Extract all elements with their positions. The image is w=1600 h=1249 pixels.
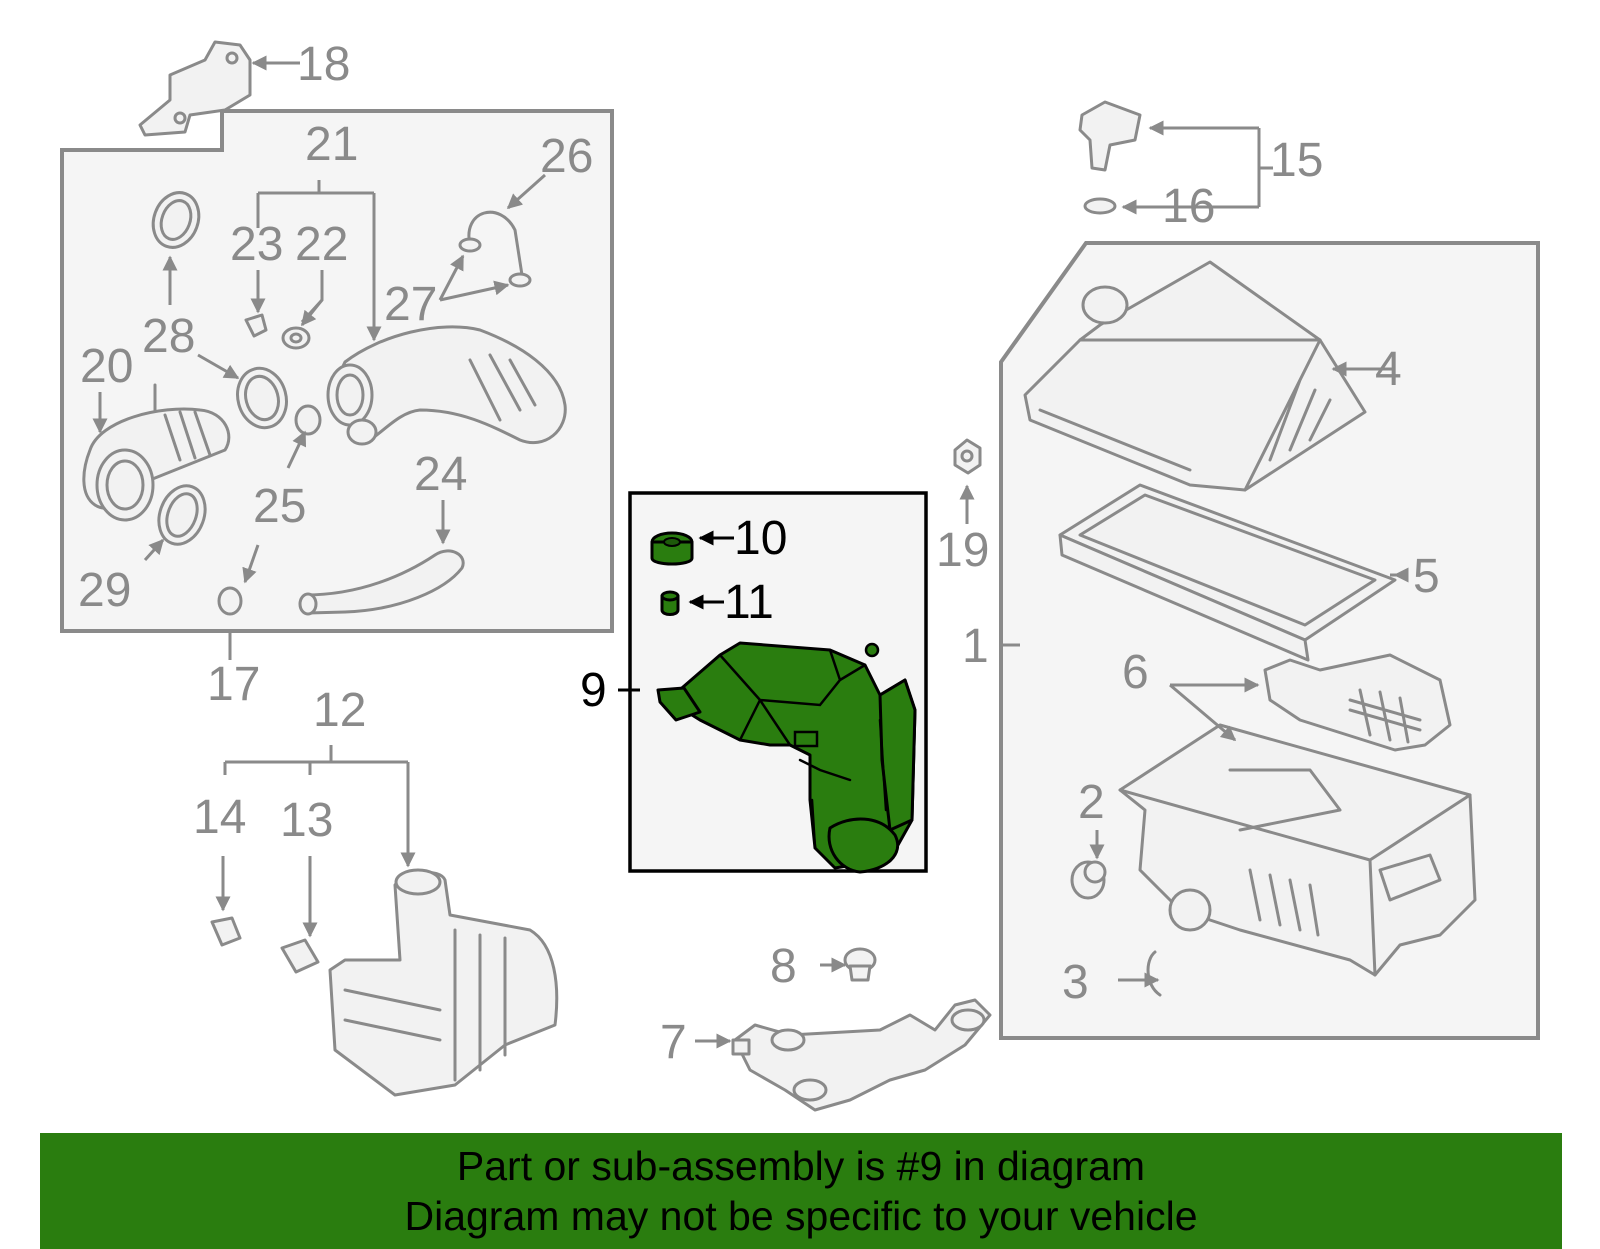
callout-26: 26 (540, 130, 593, 183)
part-7-bracket (731, 998, 992, 1112)
leader-lines (92, 55, 1409, 1049)
part-8-clip (843, 947, 877, 982)
callouts: 1 2 3 4 5 6 7 8 9 10 11 12 13 14 15 16 1… (78, 38, 1440, 1069)
part-25-clamp (294, 404, 322, 436)
banner-line-2: Diagram may not be specific to your vehi… (404, 1193, 1198, 1239)
parts-diagram: 1 2 3 4 5 6 7 8 9 10 11 12 13 14 15 16 1… (60, 38, 1540, 1112)
callout-20: 20 (80, 340, 133, 393)
callout-6: 6 (1122, 646, 1149, 699)
callout-24: 24 (414, 448, 467, 501)
part-12-resonator (328, 868, 559, 1097)
part-27-clamps (458, 237, 532, 288)
part-26-hose (467, 210, 524, 277)
part-9-air-intake (656, 641, 917, 874)
callout-19: 19 (936, 524, 989, 577)
callout-10: 10 (734, 512, 787, 565)
callout-27: 27 (384, 278, 437, 331)
info-banner: Part or sub-assembly is #9 in diagram Di… (40, 1133, 1562, 1249)
part-18-bracket (138, 40, 252, 137)
callout-22: 22 (295, 218, 348, 271)
callout-2: 2 (1078, 776, 1105, 829)
part-22-grommet (281, 326, 311, 350)
part-14-plug (210, 916, 242, 947)
callout-5: 5 (1413, 550, 1440, 603)
callout-11: 11 (724, 576, 774, 629)
part-20-hose (82, 383, 231, 522)
part-23-clip (244, 313, 268, 338)
part-19-nut (953, 438, 982, 475)
callout-13: 13 (280, 794, 333, 847)
banner-line-1: Part or sub-assembly is #9 in diagram (456, 1143, 1146, 1189)
part-10-grommet (650, 531, 694, 566)
callout-3: 3 (1062, 956, 1089, 1009)
part-6-duct (1263, 653, 1452, 752)
callout-29: 29 (78, 564, 131, 617)
callout-8: 8 (770, 940, 797, 993)
callout-25: 25 (253, 480, 306, 533)
callout-17: 17 (207, 658, 260, 711)
part-5-filter (1058, 483, 1397, 662)
part-6-lower-case (1118, 723, 1477, 977)
callout-21: 21 (305, 118, 358, 171)
callout-28: 28 (142, 310, 195, 363)
callout-16: 16 (1162, 180, 1215, 233)
callout-9: 9 (580, 664, 607, 717)
part-28-clamp-top (151, 191, 201, 249)
part-15-sensor (1078, 100, 1142, 172)
part-21-air-duct (326, 325, 567, 446)
callout-23: 23 (230, 218, 283, 271)
part-17-clamp (217, 586, 243, 616)
part-28-clamp-mid (236, 366, 288, 430)
part-11-grommet (660, 590, 680, 616)
part-2-grommet (1070, 860, 1107, 900)
callout-18: 18 (297, 38, 350, 91)
part-16-oring (1083, 197, 1117, 215)
part-29-clamp (157, 484, 207, 546)
callout-4: 4 (1375, 343, 1402, 396)
callout-12: 12 (313, 684, 366, 737)
callout-7: 7 (660, 1016, 687, 1069)
part-24-hose (298, 549, 465, 616)
callout-15: 15 (1270, 134, 1323, 187)
callout-14: 14 (193, 791, 246, 844)
callout-1: 1 (962, 620, 989, 673)
part-13-plug (280, 938, 320, 974)
